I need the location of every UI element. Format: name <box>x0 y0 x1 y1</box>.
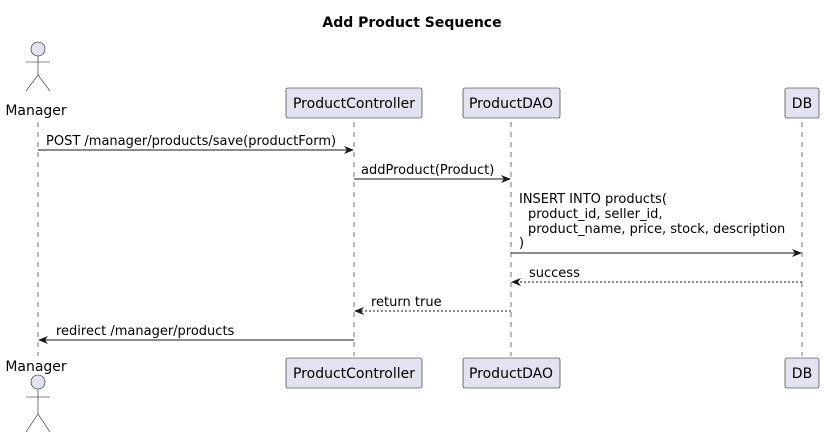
actor-manager-top: Manager <box>5 41 67 119</box>
participant-label-productdao: ProductDAO <box>469 366 553 382</box>
message-label: success <box>529 266 580 281</box>
message-label: addProduct(Product) <box>361 163 494 178</box>
participant-productcontroller-top: ProductController <box>285 87 423 119</box>
participant-label-db: DB <box>792 366 812 382</box>
message-label: redirect /manager/products <box>56 324 235 339</box>
participant-label-manager: Manager <box>5 103 67 119</box>
message-label-line-3: product_name, price, stock, description <box>528 222 785 237</box>
message-success-return: success <box>511 266 802 286</box>
participant-productcontroller-bottom: ProductController <box>285 357 423 389</box>
message-label-line-4: ) <box>519 236 524 251</box>
participant-productdao-bottom: ProductDAO <box>462 357 561 389</box>
message-label-line-2: product_id, seller_id, <box>528 207 662 222</box>
participant-productdao-top: ProductDAO <box>462 87 561 119</box>
participant-db-bottom: DB <box>784 357 820 389</box>
participant-label-productcontroller: ProductController <box>293 366 415 382</box>
message-label-line-1: INSERT INTO products( <box>519 192 667 207</box>
diagram-title: Add Product Sequence <box>322 15 501 31</box>
participant-db-top: DB <box>784 87 820 119</box>
message-label: return true <box>371 295 442 310</box>
message-label: POST /manager/products/save(productForm) <box>46 134 336 149</box>
message-post-save: POST /manager/products/save(productForm) <box>38 134 354 154</box>
participant-label-productcontroller: ProductController <box>293 96 415 112</box>
actor-head-icon <box>30 374 46 390</box>
participant-label-manager: Manager <box>5 359 67 375</box>
actor-manager-bottom: Manager <box>5 359 67 433</box>
actor-head-icon <box>30 41 46 57</box>
message-insert-into-products: INSERT INTO products( product_id, seller… <box>511 192 802 257</box>
message-return-true: return true <box>354 295 511 315</box>
message-add-product: addProduct(Product) <box>354 163 511 183</box>
participant-label-productdao: ProductDAO <box>469 96 553 112</box>
participant-label-db: DB <box>792 96 812 112</box>
message-redirect: redirect /manager/products <box>38 324 354 344</box>
